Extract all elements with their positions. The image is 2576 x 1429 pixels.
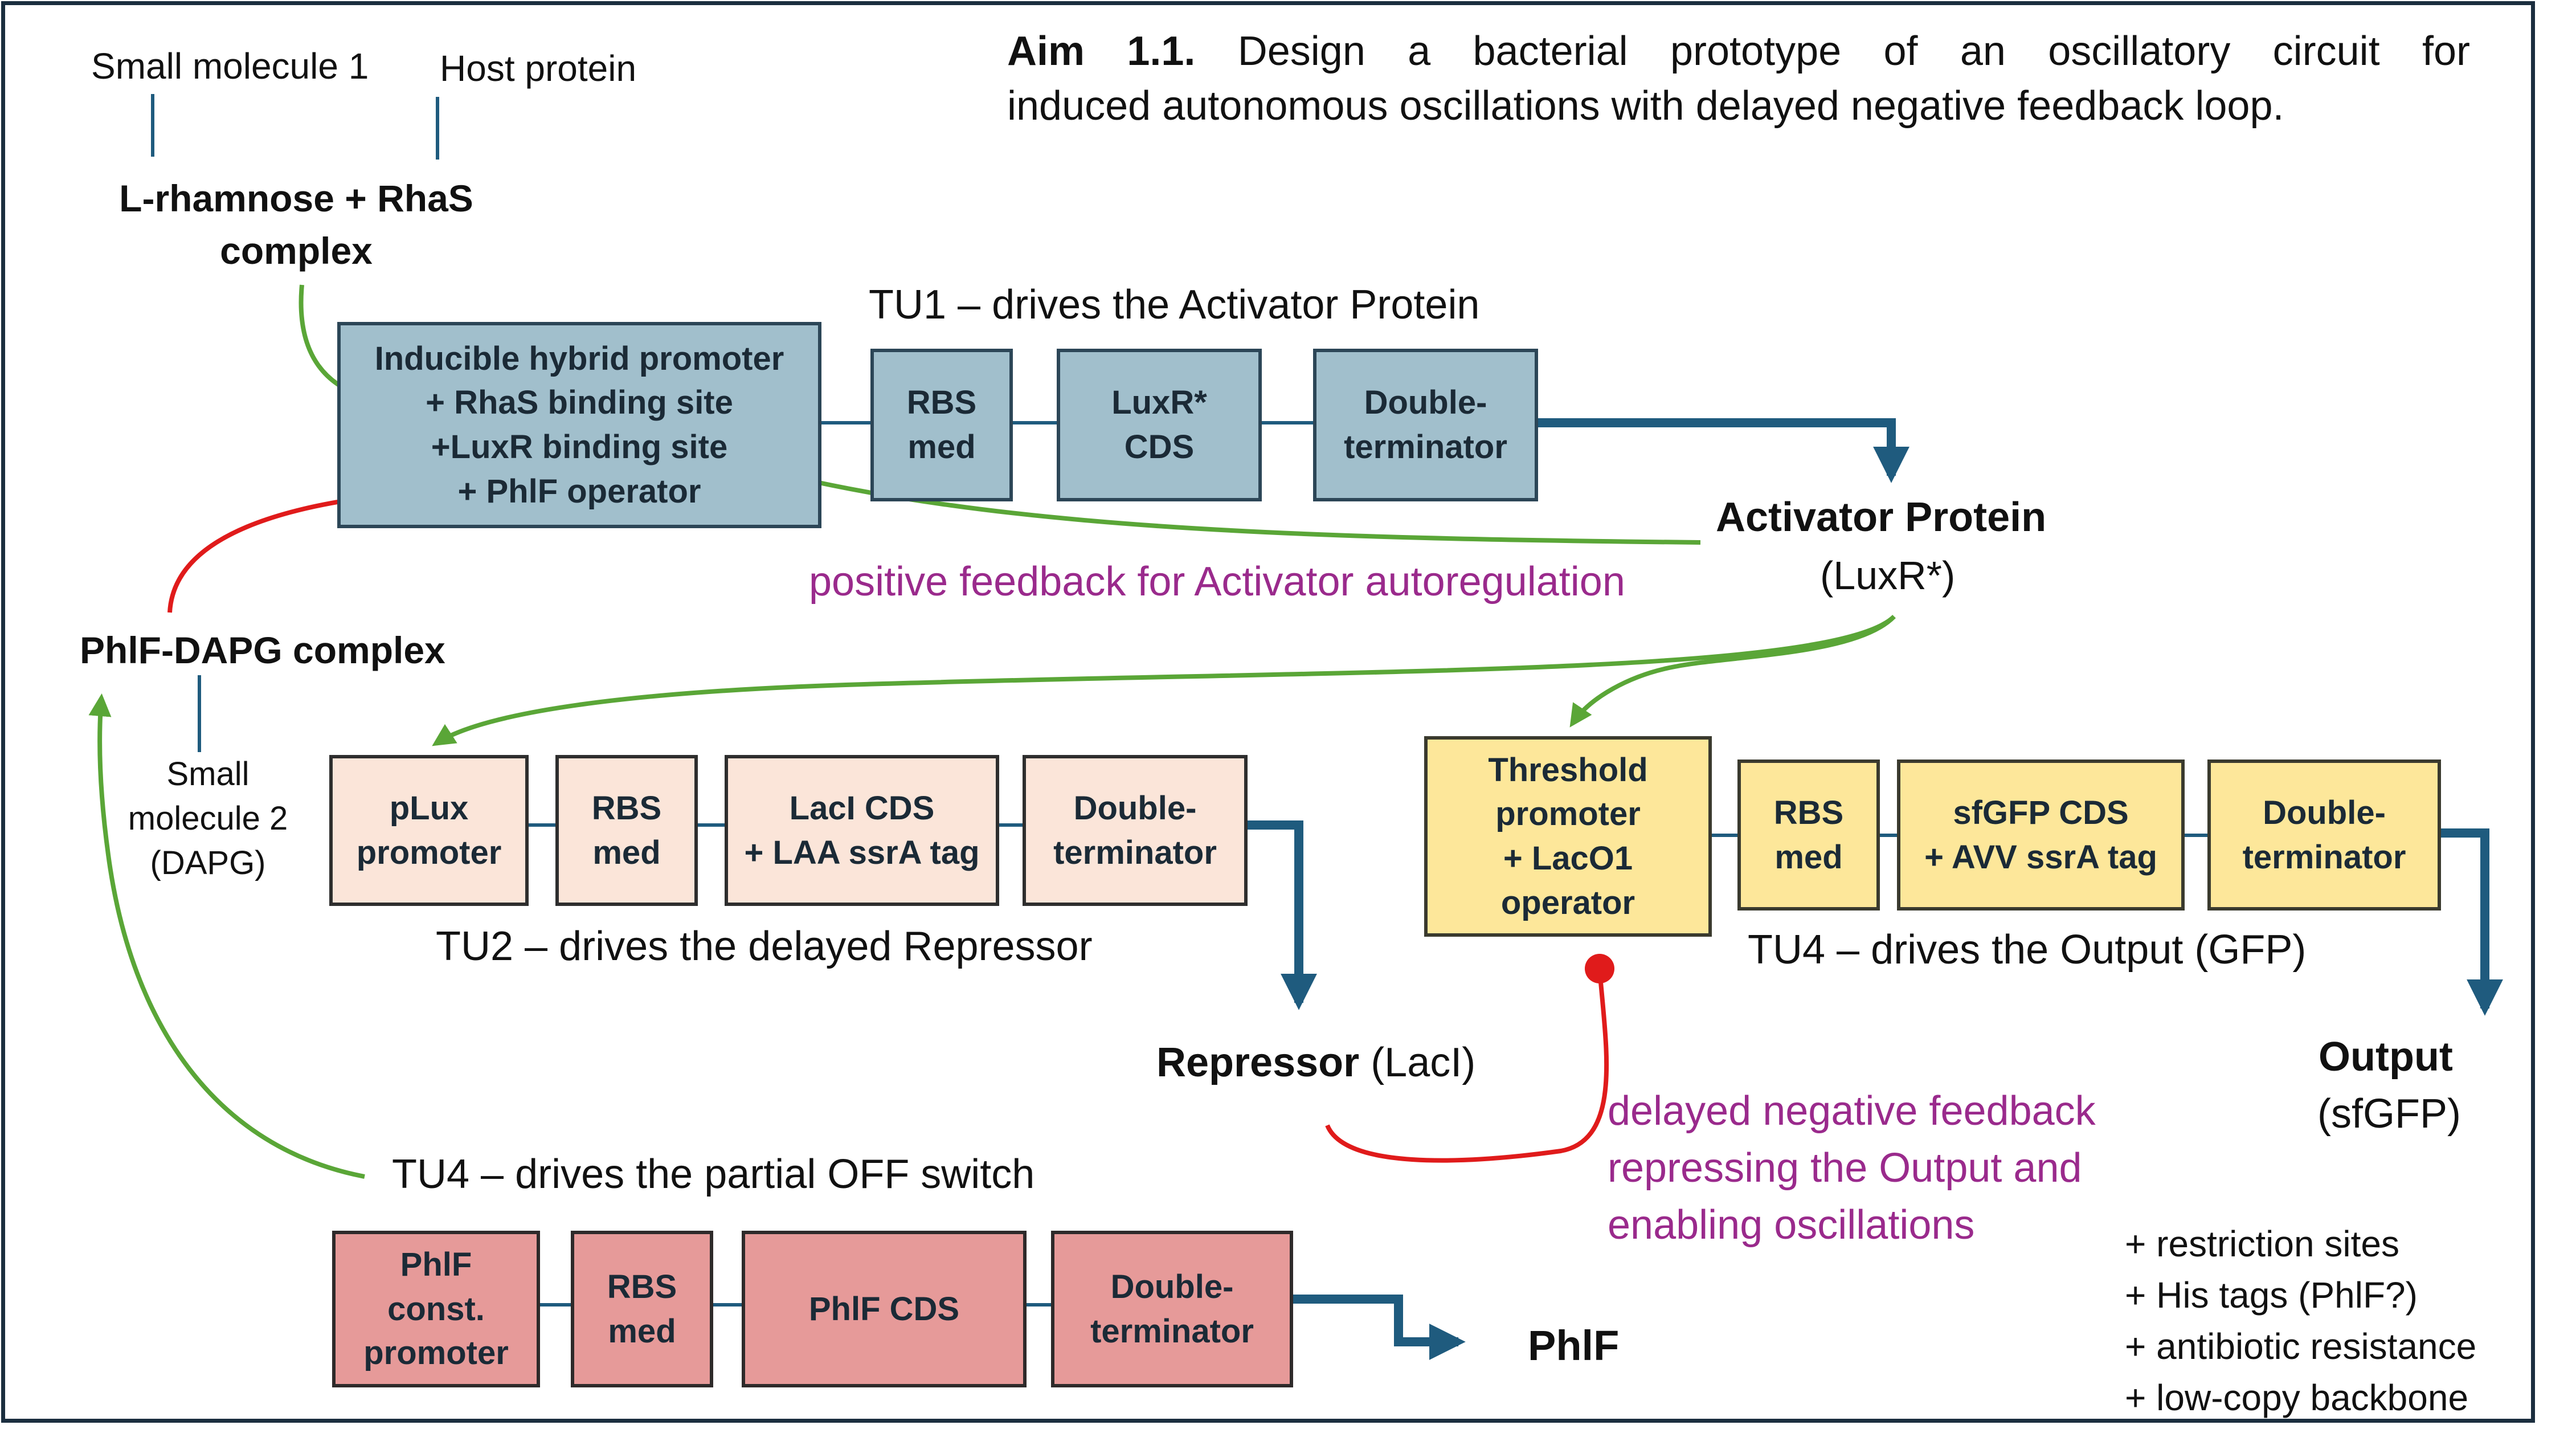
- tu3-caption: TU4 – drives the Output (GFP): [1748, 927, 2307, 973]
- small-molecule-1-label: Small molecule 1: [91, 46, 369, 87]
- tu1-rbs: RBS med: [870, 349, 1013, 501]
- tu4-rbs: RBS med: [571, 1231, 713, 1387]
- construct-notes: + restriction sites + His tags (PhlF?) +…: [2125, 1223, 2477, 1418]
- off-switch-activation-arrow: [88, 693, 365, 1179]
- tu4-cds: PhlF CDS: [742, 1231, 1027, 1387]
- phlf-product-label: PhlF: [1528, 1322, 1620, 1369]
- output-id: (sfGFP): [2317, 1091, 2461, 1137]
- tu4-transcript-arrow: [1291, 1295, 1466, 1360]
- activator-protein-id: (LuxR*): [1820, 553, 1956, 598]
- repressor-name: Repressor: [1156, 1040, 1360, 1085]
- tu2-caption: TU2 – drives the delayed Repressor: [436, 924, 1093, 969]
- activator-to-plux-arrow: [432, 615, 1896, 746]
- aim-line-2: induced autonomous oscillations with del…: [1007, 83, 2284, 129]
- tu3-promoter: Threshold promoter + LacO1 operator: [1424, 736, 1712, 937]
- positive-feedback-label: positive feedback for Activator autoregu…: [809, 559, 1625, 605]
- negative-feedback-dot: [1585, 954, 1614, 983]
- tu2-terminator: Double- terminator: [1023, 755, 1248, 906]
- tu2-rbs: RBS med: [555, 755, 698, 906]
- tu2-transcript-arrow: [1246, 820, 1317, 1010]
- tu1-cds: LuxR* CDS: [1057, 349, 1262, 501]
- rhamnose-complex-label: L-rhamnose + RhaS complex: [119, 177, 473, 272]
- tu2-cds: LacI CDS + LAA ssrA tag: [725, 755, 999, 906]
- tu2-promoter: pLux promoter: [329, 755, 529, 906]
- negative-feedback-line: [1325, 968, 1609, 1163]
- figure-frame: [1, 1, 2535, 1423]
- phlf-dapg-complex-label: PhlF-DAPG complex: [80, 629, 445, 671]
- tu3-transcript-arrow: [2438, 828, 2503, 1016]
- small-molecule-2-label: Small molecule 2 (DAPG): [128, 756, 288, 881]
- activator-protein-label: Activator Protein: [1716, 495, 2047, 540]
- activator-to-threshold-arrow: [1569, 615, 1896, 728]
- tu3-rbs: RBS med: [1737, 760, 1880, 911]
- tu3-cds: sfGFP CDS + AVV ssrA tag: [1897, 760, 2185, 911]
- aim-statement: Aim 1.1. Design a bacterial prototype of…: [1007, 24, 2470, 133]
- tu1-transcript-arrow: [1538, 418, 1909, 483]
- host-protein-label: Host protein: [440, 48, 637, 89]
- tu1-terminator: Double- terminator: [1313, 349, 1538, 501]
- negative-feedback-label: delayed negative feedback repressing the…: [1608, 1088, 2096, 1248]
- tu4-terminator: Double- terminator: [1051, 1231, 1293, 1387]
- tu1-promoter: Inducible hybrid promoter + RhaS binding…: [337, 322, 821, 528]
- tu4-caption: TU4 – drives the partial OFF switch: [392, 1152, 1035, 1197]
- aim-line-1: Design a bacterial prototype of an oscil…: [1237, 28, 2470, 74]
- tu4-promoter: PhlF const. promoter: [332, 1231, 540, 1387]
- tu3-terminator: Double- terminator: [2207, 760, 2441, 911]
- repressor-id: (LacI): [1371, 1040, 1476, 1085]
- output-label: Output: [2319, 1034, 2453, 1080]
- tu1-caption: TU1 – drives the Activator Protein: [869, 282, 1480, 328]
- aim-title: Aim 1.1.: [1007, 28, 1196, 74]
- repressor-label: Repressor (LacI): [1156, 1038, 1475, 1087]
